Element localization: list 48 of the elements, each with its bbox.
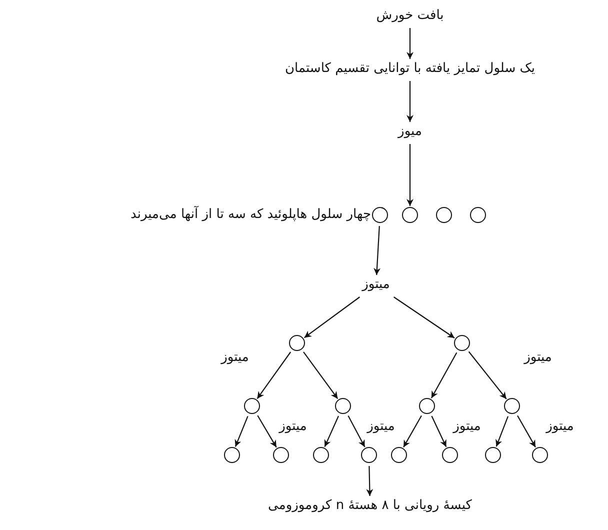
arrow: [430, 352, 458, 398]
stage-text: میتوز: [360, 276, 392, 294]
cell-circle: [313, 447, 329, 463]
cell-circle: [485, 447, 501, 463]
node-caption: چهار سلول هاپلوئید که سه تا از آنها می‌میرند: [130, 207, 371, 223]
arrow: [468, 351, 507, 400]
arrow: [403, 415, 422, 448]
arrow: [431, 416, 447, 448]
cell-circle: [442, 447, 458, 463]
stage-text: کیسهٔ رویانی با ۸ هستهٔ n کروموزومی: [266, 497, 474, 515]
arrow: [304, 296, 360, 338]
cell-circle: [361, 447, 377, 463]
cell-circle: [224, 447, 240, 463]
division-label: میتوز: [220, 349, 250, 367]
division-label: میتوز: [366, 418, 396, 436]
cell-circle: [454, 335, 470, 351]
division-label: میتوز: [544, 418, 575, 436]
cell-circle: [244, 398, 260, 414]
arrow: [374, 226, 380, 276]
cell-circle: [504, 398, 520, 414]
division-label: میتوز: [278, 418, 308, 436]
arrow: [517, 415, 536, 448]
stage-text: میوز: [396, 123, 424, 141]
cell-circle: [436, 207, 452, 223]
cell-circle: [289, 335, 305, 351]
arrow: [257, 415, 277, 448]
arrow: [324, 416, 339, 448]
arrow: [406, 81, 414, 122]
arrow: [234, 416, 248, 447]
cell-circle: [402, 207, 418, 223]
arrow: [256, 352, 292, 400]
division-label: میتوز: [522, 349, 553, 367]
arrow: [303, 352, 338, 400]
arrow: [394, 296, 455, 338]
cell-circle: [273, 447, 289, 463]
stage-text: بافت خورش: [374, 7, 446, 25]
arrow: [406, 28, 414, 59]
cell-circle: [335, 398, 351, 414]
arrow: [348, 415, 366, 448]
cell-circle: [470, 207, 486, 223]
division-label: میتوز: [452, 418, 482, 436]
cell-circle: [391, 447, 407, 463]
cell-circle: [532, 447, 548, 463]
arrow: [366, 466, 374, 496]
arrow: [496, 416, 509, 447]
cell-circle: [419, 398, 435, 414]
arrow: [406, 144, 414, 206]
stage-text: یک سلول تمایز یافته با توانایی تقسیم کاستمان: [282, 60, 538, 78]
